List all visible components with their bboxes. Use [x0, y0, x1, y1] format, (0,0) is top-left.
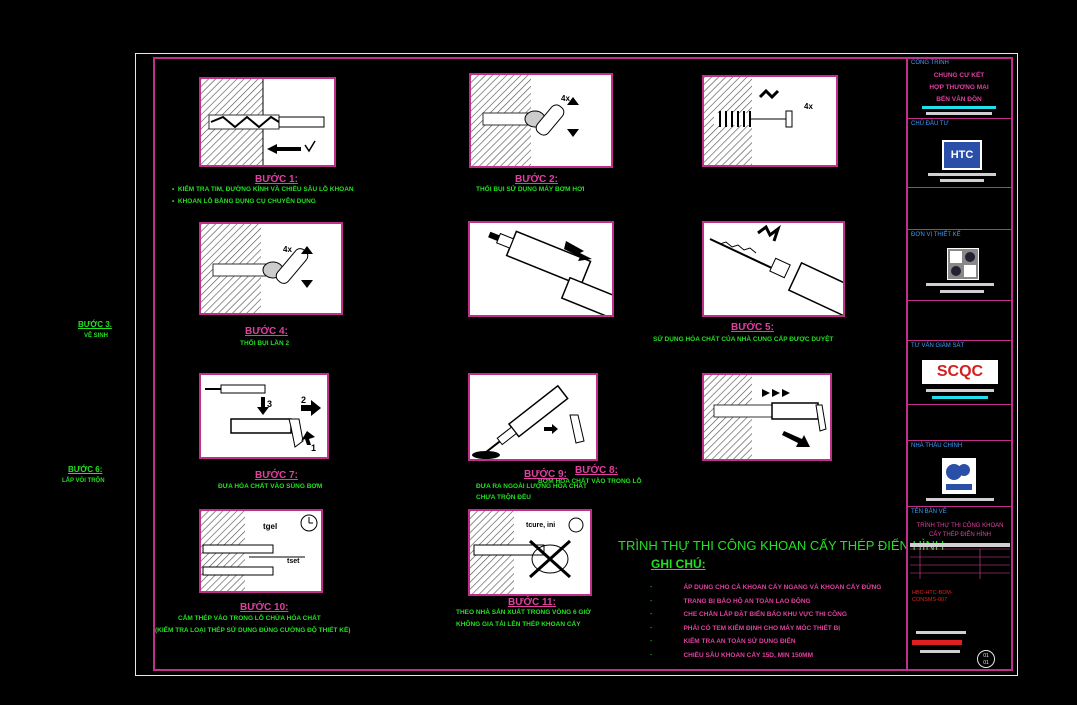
- figure-step-11: tcure, ini: [468, 509, 592, 596]
- notes-subtitle: GHI CHÚ:: [651, 557, 706, 571]
- supervisor-logo: SCQC: [922, 360, 998, 384]
- figure-step-7: 3 2 1: [199, 373, 329, 459]
- separator: [908, 340, 1013, 341]
- revision-table: [910, 543, 1010, 579]
- step-10-line-1: CẮM THÉP VÀO TRONG LỖ CHỨA HÓA CHẤT: [178, 615, 321, 622]
- note-item: - CHE CHẮN LẮP ĐẶT BIỂN BÁO KHU VỰC THI …: [650, 611, 847, 618]
- figure-tcure-label: tcure, ini: [526, 522, 555, 529]
- step-4-title: BƯỚC 4:: [245, 326, 288, 337]
- owner-line: [940, 179, 984, 182]
- supervisor-line: [926, 389, 994, 392]
- step-10-line-2: (KIỂM TRA LOẠI THÉP SỬ DỤNG ĐÚNG CƯỜNG Đ…: [155, 627, 351, 634]
- note-item: - PHẢI CÓ TEM KIỂM ĐỊNH CHO MÁY MÓC THIẾ…: [650, 624, 841, 632]
- designer-line: [940, 290, 984, 293]
- step-6-line-1: LẮP VÒI TRỘN: [62, 478, 105, 484]
- step-8-line-1: BƠM HÓA CHẤT VÀO TRONG LỖ: [538, 478, 642, 485]
- note-item: - CHIỀU SÂU KHOAN CẤY 15D, MIN 150MM: [650, 651, 814, 659]
- designer-line: [926, 283, 994, 286]
- drawing-code: HBC-HTC-BDM- CONSMS-007: [912, 590, 953, 603]
- separator: [908, 118, 1013, 119]
- step-3-line-1: VỆ SINH: [84, 333, 109, 339]
- owner-logo: HTC: [942, 140, 982, 170]
- drawing-name: TRÌNH THỰ THI CÔNG KHOAN CẤY THÉP ĐIỂN H…: [916, 523, 1004, 538]
- code-bar: [912, 640, 962, 645]
- contractor-logo: [942, 458, 976, 494]
- step-5-title: BƯỚC 5:: [731, 322, 774, 333]
- code-line: [916, 631, 966, 634]
- step-6-title: BƯỚC 6:: [68, 465, 103, 474]
- step-2-line-1: THỔI BỤI SỬ DỤNG MÁY BƠM HƠI: [476, 186, 585, 193]
- note-item: - ÁP DỤNG CHO CẢ KHOAN CẤY NGANG VÀ KHOA…: [650, 584, 882, 591]
- figure-step-2: 4x: [469, 73, 613, 168]
- figure-times-label: 4x: [283, 245, 292, 254]
- separator: [908, 229, 1013, 230]
- drawing-outer-frame: [135, 53, 1018, 676]
- step-1-line-1: • KIỂM TRA TIM, ĐƯỜNG KÍNH VÀ CHIỀU SÂU …: [172, 186, 354, 193]
- figure-times-label: 4x: [804, 102, 813, 111]
- step-8-title: BƯỚC 8:: [575, 465, 618, 476]
- project-name: CHUNG CƯ KẾT HỢP THƯƠNG MẠI BẾN VÂN ĐỒN: [929, 72, 989, 103]
- step-1-line-2: • KHOAN LỖ BẰNG DỤNG CỤ CHUYÊN DỤNG: [172, 198, 316, 205]
- drawing-inner-frame: [153, 57, 1013, 671]
- note-item: - TRANG BỊ BẢO HỘ AN TOÀN LAO ĐỘNG: [650, 597, 811, 605]
- step-9-line-1: ĐƯA RA NGOÀI LƯỢNG HÓA CHẤT: [476, 483, 587, 490]
- sheet-number: 01 01: [977, 650, 995, 668]
- step-4-line-1: THỔI BỤI LẦN 2: [240, 340, 290, 347]
- separator: [908, 187, 1013, 188]
- figure-step-4: 4x: [199, 222, 343, 315]
- step-11-line-1: THEO NHÀ SẢN XUẤT TRONG VÒNG 6 GIỜ: [456, 609, 591, 616]
- step-10-title: BƯỚC 10:: [240, 602, 289, 613]
- figure-step-5-cartridge: [468, 221, 614, 317]
- figure-tgel-label: tgel: [263, 522, 277, 531]
- step-3-title: BƯỚC 3.: [78, 320, 112, 329]
- figure-step-3: 4x: [702, 75, 838, 167]
- figure-step-8: [468, 373, 598, 461]
- figure-step-5-nozzle: [702, 221, 845, 317]
- designer-logo: [947, 248, 979, 280]
- figure-step-10: tgel tset: [199, 509, 323, 593]
- step-7-title: BƯỚC 7:: [255, 470, 298, 481]
- code-line: [920, 650, 960, 653]
- project-underline: [922, 106, 996, 109]
- figure-number-1: 1: [311, 443, 316, 453]
- separator: [908, 440, 1013, 441]
- figure-number-3: 3: [267, 399, 272, 409]
- figure-times-label: 4x: [561, 94, 570, 103]
- separator: [908, 300, 1013, 301]
- supervisor-heading: TƯ VẤN GIÁM SÁT: [911, 343, 965, 349]
- project-heading: CÔNG TRÌNH: [911, 60, 949, 66]
- owner-heading: CHỦ ĐẦU TƯ: [911, 121, 949, 127]
- figure-step-8-inject: [702, 373, 832, 461]
- step-11-title: BƯỚC 11:: [508, 597, 556, 608]
- separator: [908, 404, 1013, 405]
- step-9-title: BƯỚC 9:: [524, 469, 567, 480]
- figure-tset-label: tset: [287, 558, 300, 565]
- supervisor-line: [932, 396, 988, 399]
- figure-number-2: 2: [301, 395, 306, 405]
- owner-line: [928, 173, 996, 176]
- step-9-line-2: CHƯA TRỘN ĐỀU: [476, 494, 531, 501]
- notes-title: TRÌNH THỰ THI CÔNG KHOAN CẤY THÉP ĐIỂN H…: [618, 538, 945, 553]
- project-underline-2: [926, 112, 992, 115]
- title-block-divider: [906, 57, 908, 671]
- figure-step-1: [199, 77, 336, 167]
- contractor-line: [926, 498, 994, 501]
- drawing-heading: TÊN BẢN VẼ: [911, 509, 947, 515]
- step-2-title: BƯỚC 2:: [515, 174, 558, 185]
- step-11-line-2: KHÔNG GIA TẢI LÊN THÉP KHOAN CẤY: [456, 621, 581, 628]
- separator: [908, 506, 1013, 507]
- step-7-line-1: ĐƯA HÓA CHẤT VÀO SÚNG BƠM: [218, 483, 323, 490]
- step-1-title: BƯỚC 1:: [255, 174, 298, 185]
- notes-list: - ÁP DỤNG CHO CẢ KHOAN CẤY NGANG VÀ KHOA…: [650, 576, 882, 659]
- note-item: - KIỂM TRA AN TOÀN SỬ DỤNG ĐIỆN: [650, 638, 796, 645]
- designer-heading: ĐƠN VỊ THIẾT KẾ: [911, 232, 961, 238]
- step-5-line-1: SỬ DỤNG HÓA CHẤT CỦA NHÀ CUNG CẤP ĐƯỢC D…: [653, 336, 834, 343]
- contractor-heading: NHÀ THẦU CHÍNH: [911, 443, 963, 449]
